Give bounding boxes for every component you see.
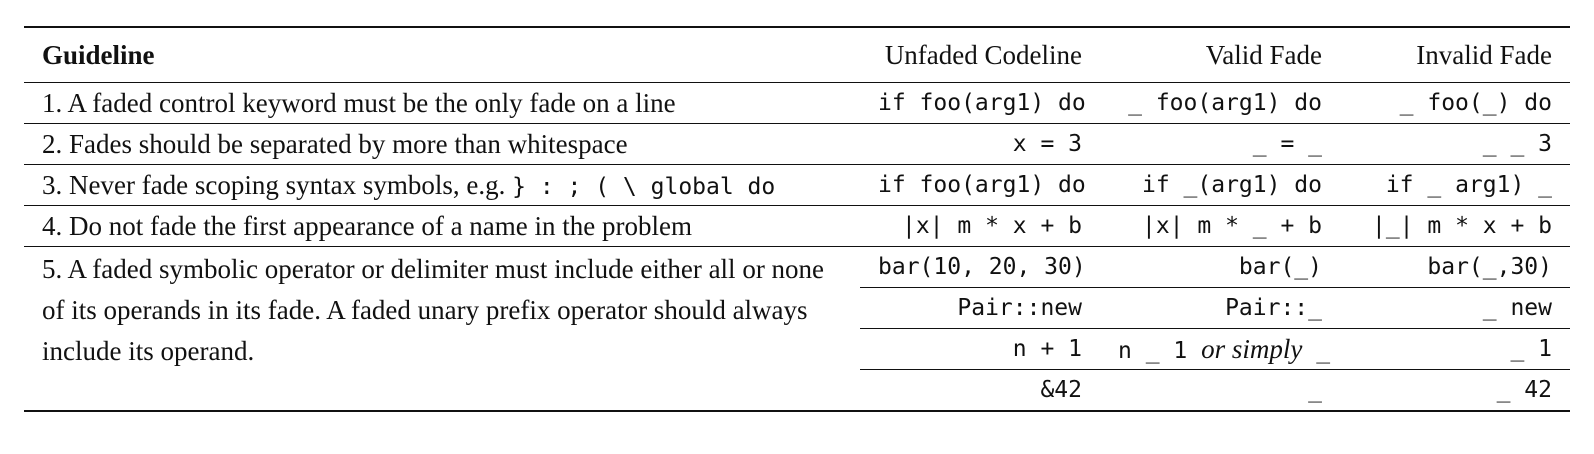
table-row: n + 1 n _ 1 or simply _ _ 1 bbox=[24, 328, 1570, 370]
table-row: 1. A faded control keyword must be the o… bbox=[24, 82, 1570, 124]
table-row: 2. Fades should be separated by more tha… bbox=[24, 123, 1570, 165]
valid-fade-code: |x| m * _ + b bbox=[1100, 205, 1340, 247]
unfaded-code: n + 1 bbox=[860, 328, 1100, 370]
guideline-text: 3. Never fade scoping syntax symbols, e.… bbox=[24, 164, 860, 206]
valid-fade-code: Pair::_ bbox=[1100, 287, 1340, 329]
valid-fade-code: _ foo(arg1) do bbox=[1100, 82, 1340, 124]
fade-guidelines-table: Guideline Unfaded Codeline Valid Fade In… bbox=[24, 26, 1570, 412]
guideline-prefix: 3. Never fade scoping syntax symbols, e.… bbox=[42, 169, 506, 200]
valid-fade-code-part: n _ 1 bbox=[1118, 337, 1188, 364]
guideline-text: 4. Do not fade the first appearance of a… bbox=[24, 205, 860, 247]
header-guideline: Guideline bbox=[24, 26, 860, 83]
valid-fade-code: _ = _ bbox=[1100, 123, 1340, 165]
guidelines-table-container: Guideline Unfaded Codeline Valid Fade In… bbox=[24, 26, 1570, 412]
valid-fade-code: _ bbox=[1100, 369, 1340, 412]
table-row: 3. Never fade scoping syntax symbols, e.… bbox=[24, 164, 1570, 206]
header-invalid-fade: Invalid Fade bbox=[1340, 26, 1570, 83]
valid-fade-code-part: _ bbox=[1316, 337, 1331, 364]
unfaded-code: if foo(arg1) do bbox=[860, 164, 1100, 206]
valid-fade-code: if _(arg1) do bbox=[1100, 164, 1340, 206]
scoping-symbols-code: } : ; ( \ global do bbox=[512, 173, 776, 200]
table-row: &42 _ _ 42 bbox=[24, 369, 1570, 412]
unfaded-code: x = 3 bbox=[860, 123, 1100, 165]
unfaded-code: Pair::new bbox=[860, 287, 1100, 329]
invalid-fade-code: _ new bbox=[1340, 287, 1570, 329]
guideline-text: 1. A faded control keyword must be the o… bbox=[24, 82, 860, 124]
invalid-fade-code: |_| m * x + b bbox=[1340, 205, 1570, 247]
valid-fade-code: n _ 1 or simply _ bbox=[1100, 328, 1340, 370]
invalid-fade-code: _ foo(_) do bbox=[1340, 82, 1570, 124]
invalid-fade-code: if _ arg1) _ bbox=[1340, 164, 1570, 206]
invalid-fade-code: _ 1 bbox=[1340, 328, 1570, 370]
guideline-text: 2. Fades should be separated by more tha… bbox=[24, 123, 860, 165]
valid-fade-note: or simply bbox=[1201, 333, 1303, 364]
invalid-fade-code: _ _ 3 bbox=[1340, 123, 1570, 165]
table-row: 5. A faded symbolic operator or delimite… bbox=[24, 246, 1570, 412]
invalid-fade-code: bar(_,30) bbox=[1340, 246, 1570, 288]
unfaded-code: |x| m * x + b bbox=[860, 205, 1100, 247]
header-valid-fade: Valid Fade bbox=[1100, 26, 1340, 83]
unfaded-code: bar(10, 20, 30) bbox=[860, 246, 1100, 288]
unfaded-code: if foo(arg1) do bbox=[860, 82, 1100, 124]
table-header-row: Guideline Unfaded Codeline Valid Fade In… bbox=[24, 26, 1570, 83]
invalid-fade-code: _ 42 bbox=[1340, 369, 1570, 412]
table-row: 4. Do not fade the first appearance of a… bbox=[24, 205, 1570, 247]
guideline-text: 5. A faded symbolic operator or delimite… bbox=[24, 246, 860, 412]
table-row: Pair::new Pair::_ _ new bbox=[24, 287, 1570, 329]
valid-fade-code: bar(_) bbox=[1100, 246, 1340, 288]
header-unfaded-codeline: Unfaded Codeline bbox=[860, 26, 1100, 83]
unfaded-code: &42 bbox=[860, 369, 1100, 412]
